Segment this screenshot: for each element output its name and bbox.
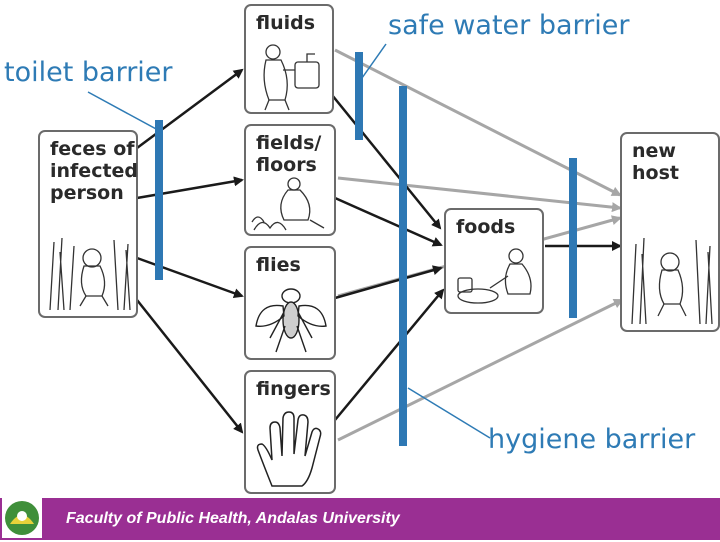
arrow-fluids-to-newhost xyxy=(334,48,622,197)
box-fluids-label: fluids xyxy=(256,12,316,34)
university-logo xyxy=(2,498,42,538)
box-flies: flies xyxy=(244,246,336,360)
arrow-feces-to-flies xyxy=(136,256,244,298)
fly-icon xyxy=(255,288,327,353)
toilet-barrier-label: toilet barrier xyxy=(4,57,173,88)
logo-emblem-icon xyxy=(5,501,39,535)
box-foods-label: foods xyxy=(456,216,516,238)
arrow-fluids-to-foods xyxy=(331,94,442,230)
hygiene-barrier-label: hygiene barrier xyxy=(488,424,696,455)
box-fingers: fingers xyxy=(244,370,336,494)
safe-water-barrier-bar-long xyxy=(399,86,407,446)
hygiene-label-leader xyxy=(407,387,491,439)
child-squatting-illustration xyxy=(49,237,131,311)
box-fluids: fluids xyxy=(244,4,334,114)
child-eating-illustration xyxy=(457,248,532,304)
box-feces: feces of infected person xyxy=(38,130,138,318)
box-foods: foods xyxy=(444,208,544,314)
box-flies-label: flies xyxy=(256,254,301,276)
arrow-feces-to-fingers xyxy=(136,299,244,434)
water-carrier-illustration xyxy=(263,44,320,111)
toilet-label-leader xyxy=(87,91,159,131)
arrow-fingers-to-newhost xyxy=(337,298,624,442)
safe-water-label-leader xyxy=(361,43,387,79)
hygiene-barrier-bar xyxy=(569,158,577,318)
arrow-feces-to-fluids xyxy=(136,68,244,150)
box-new-host-label: new host xyxy=(632,140,679,184)
arrow-fields-to-newhost xyxy=(337,176,622,213)
arrow-flies-to-foods xyxy=(334,265,443,300)
new-host-child-illustration xyxy=(631,237,713,325)
footer-institution-text: Faculty of Public Health, Andalas Univer… xyxy=(66,510,400,527)
woman-in-field-illustration xyxy=(251,177,325,231)
hand-icon xyxy=(256,411,322,487)
box-new-host: new host xyxy=(620,132,720,332)
arrow-fingers-to-foods xyxy=(334,288,445,421)
toilet-barrier-bar xyxy=(155,120,163,280)
safe-water-barrier-bar-short xyxy=(355,52,363,140)
footer-bar: Faculty of Public Health, Andalas Univer… xyxy=(0,498,720,540)
box-fields-label: fields/ floors xyxy=(256,132,322,176)
safe-water-barrier-label: safe water barrier xyxy=(388,10,630,41)
arrow-fields-to-foods xyxy=(334,196,443,247)
box-fields: fields/ floors xyxy=(244,124,336,236)
arrow-feces-to-fields xyxy=(136,176,244,200)
box-fingers-label: fingers xyxy=(256,378,331,400)
box-feces-label: feces of infected person xyxy=(50,138,139,204)
